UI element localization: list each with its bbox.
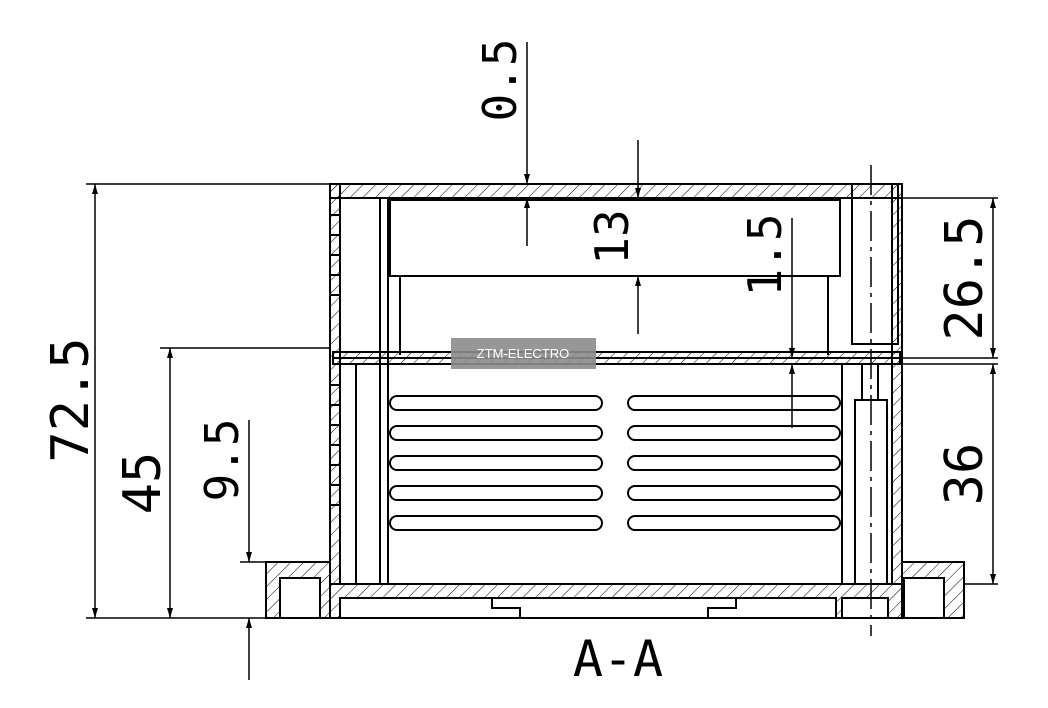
dim-overall-height: 72.5 — [41, 337, 101, 462]
dimension-labels: 72.5 45 9.5 0.5 13 1.5 26.5 36 — [41, 38, 995, 514]
dim-base-height: 9.5 — [195, 418, 249, 501]
extension-lines — [86, 183, 998, 619]
vent-slots — [389, 395, 841, 531]
dim-small-gap: 1.5 — [738, 213, 792, 296]
dim-lower-height: 45 — [113, 452, 173, 515]
dim-top-gap: 13 — [585, 209, 639, 264]
watermark-text: ZTM-ELECTRO — [477, 346, 569, 361]
dimension-lines — [92, 42, 996, 680]
dim-upper-right: 26.5 — [935, 215, 995, 340]
section-label: A-A — [573, 630, 663, 688]
dim-wall-thickness: 0.5 — [473, 38, 527, 121]
side-ribs — [330, 214, 340, 506]
watermark-badge — [451, 338, 596, 369]
base-flange — [265, 561, 965, 619]
dim-lower-right: 36 — [935, 443, 995, 506]
